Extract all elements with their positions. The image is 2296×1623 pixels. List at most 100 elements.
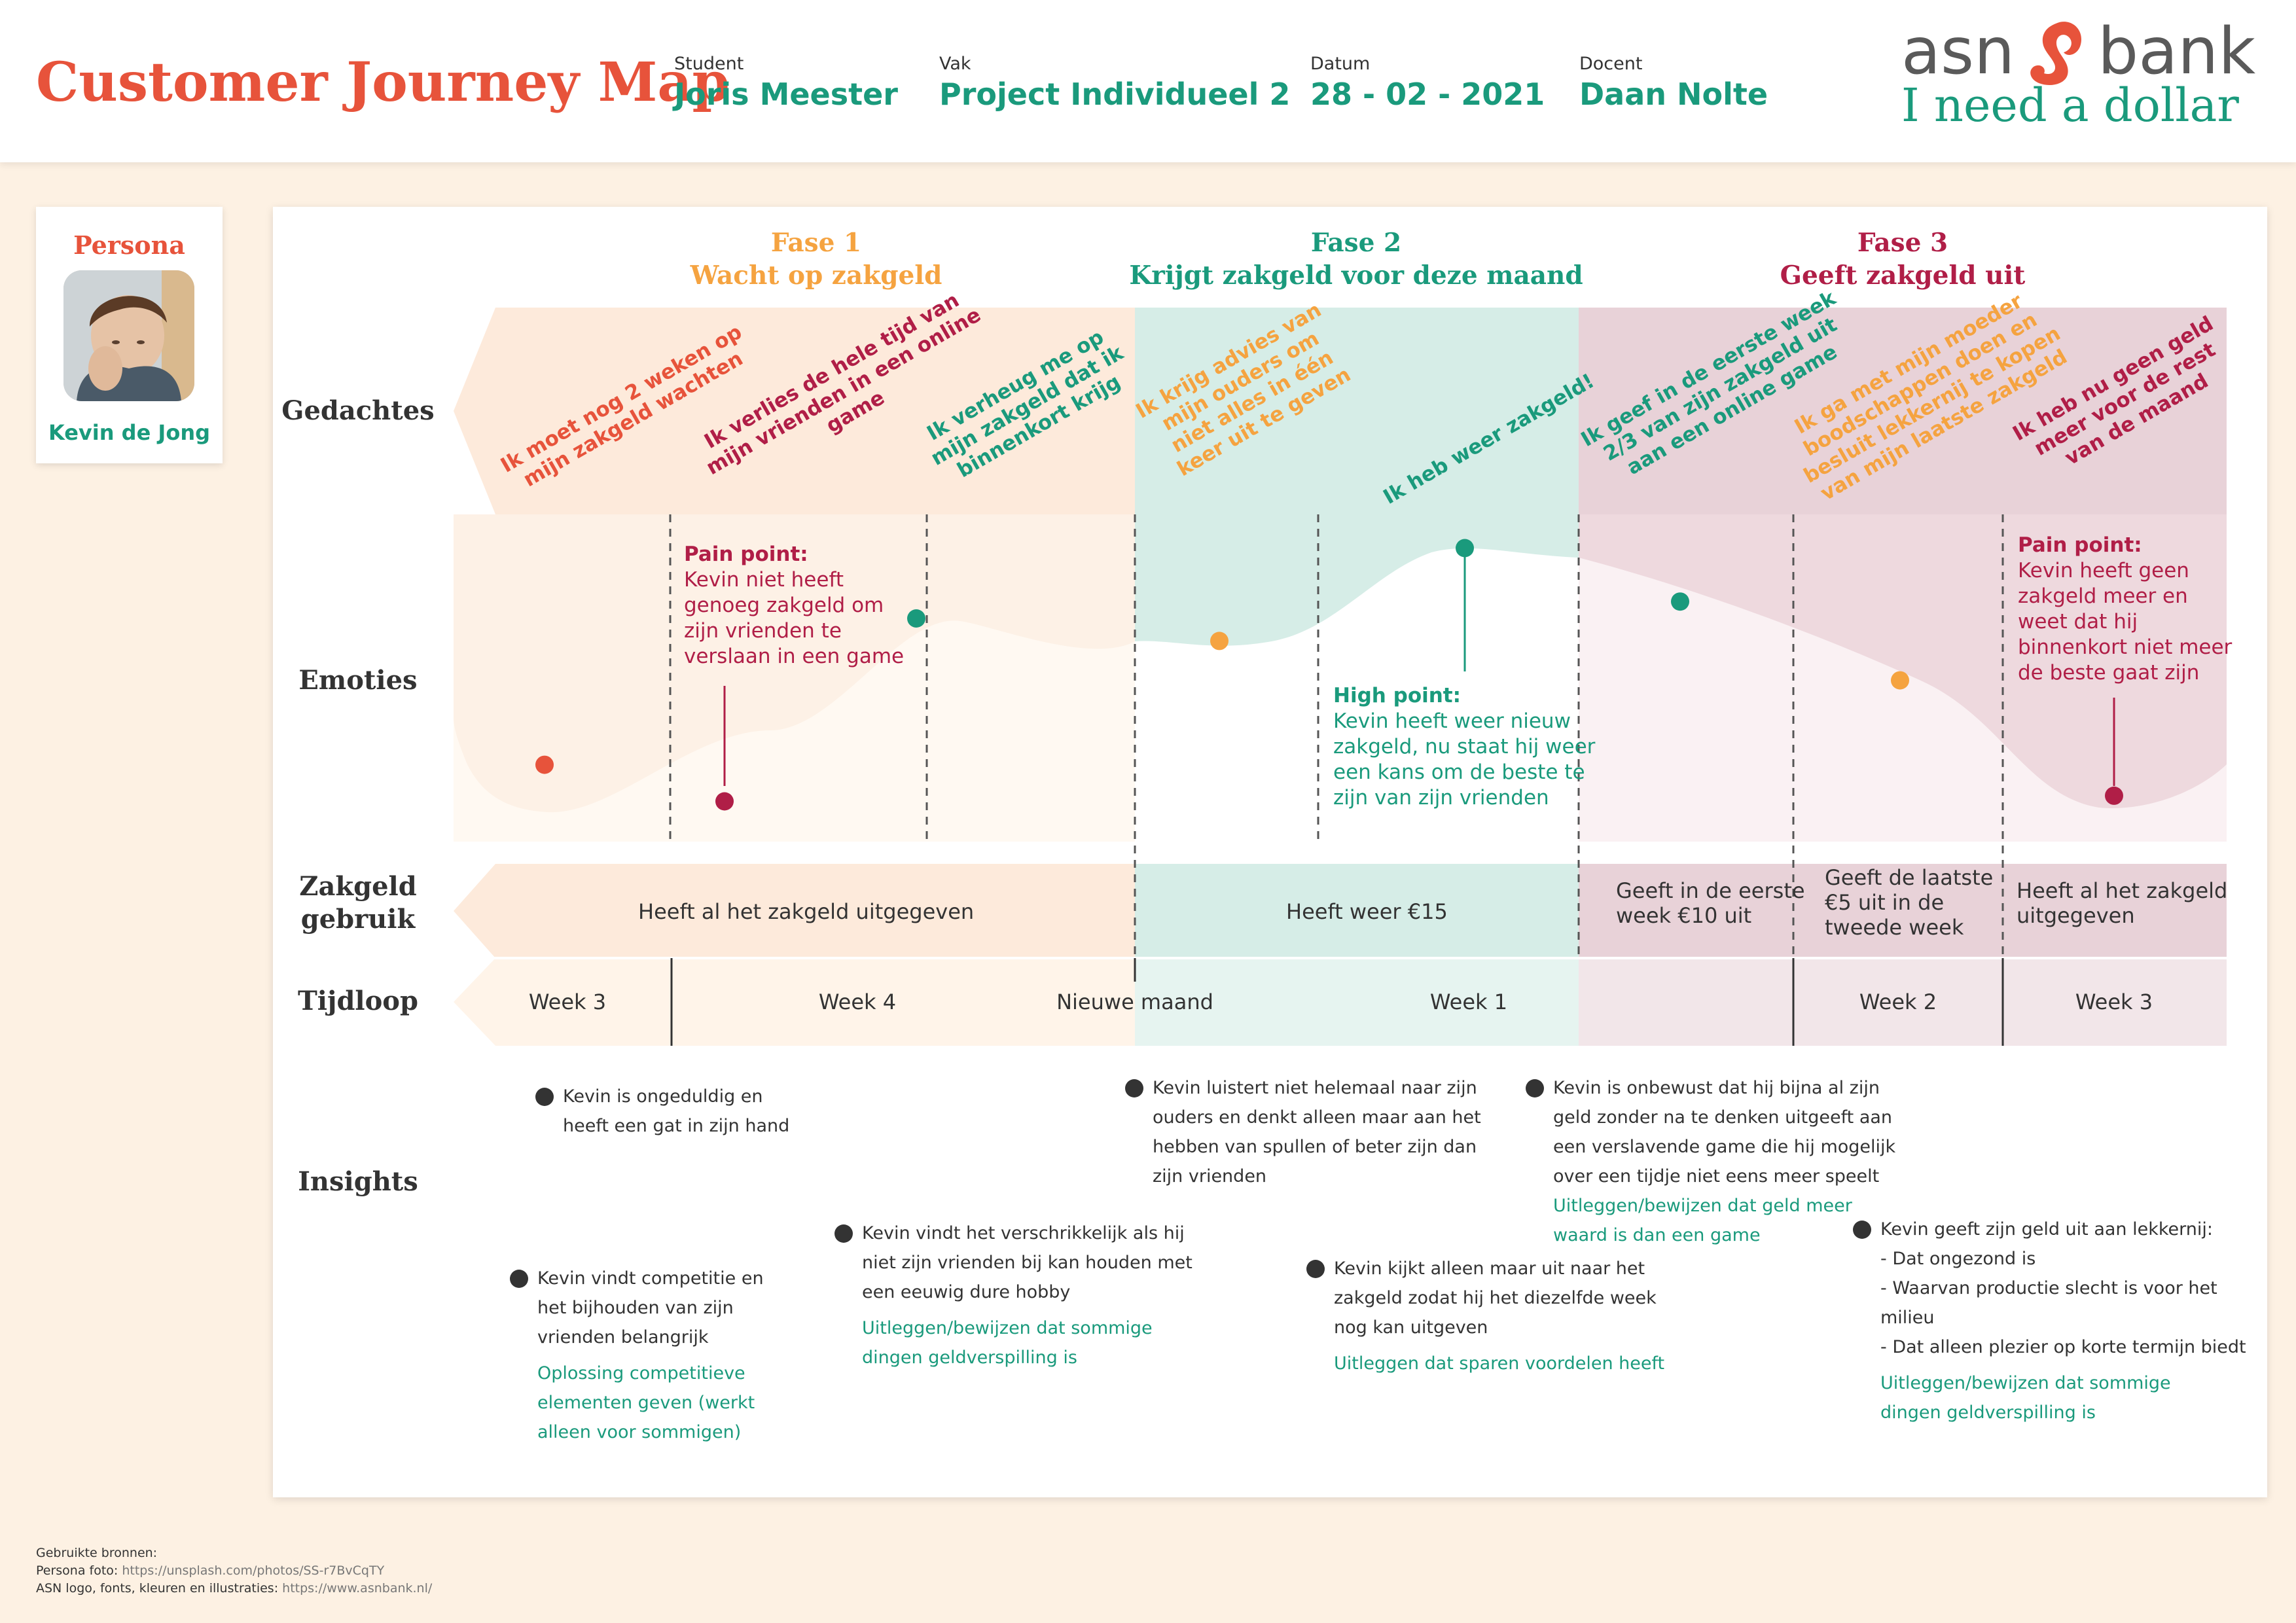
footer-link[interactable]: https://unsplash.com/photos/SS-r7BvCqTY bbox=[122, 1563, 385, 1578]
row-label-emoties: Emoties bbox=[298, 665, 418, 696]
field-value: Daan Nolte bbox=[1579, 77, 1768, 112]
footer-line: ASN logo, fonts, kleuren en illustraties… bbox=[36, 1580, 432, 1597]
insight-note-line: dingen geldverspilling is bbox=[1880, 1402, 2096, 1423]
insight-line: niet zijn vrienden bij kan houden met bbox=[862, 1253, 1193, 1273]
insight-line: - Waarvan productie slecht is voor het m… bbox=[1880, 1278, 2217, 1328]
persona-name: Kevin de Jong bbox=[48, 420, 210, 445]
insight-line: zijn vrienden bbox=[1153, 1166, 1267, 1186]
callout-line: Kevin niet heeft bbox=[684, 568, 844, 592]
footer-heading: Gebruikte bronnen: bbox=[36, 1546, 158, 1560]
usage-line: uitgegeven bbox=[2017, 903, 2135, 928]
callout-line: zijn van zijn vrienden bbox=[1333, 786, 1549, 810]
phase1-emotion-fill bbox=[454, 514, 1135, 813]
callout-line: binnenkort niet meer bbox=[2018, 635, 2233, 659]
field-student: Student Joris Meester bbox=[674, 54, 898, 112]
insight-line: een eeuwig dure hobby bbox=[862, 1282, 1071, 1302]
phase2-timeline-band bbox=[1135, 958, 1579, 1046]
usage-cell: Heeft al het zakgeld uitgegeven bbox=[638, 899, 974, 924]
emotion-point bbox=[1671, 592, 1689, 611]
week-label: Week 3 bbox=[2075, 990, 2153, 1014]
footer-label: Persona foto: bbox=[36, 1563, 122, 1578]
phase3-thoughts-band bbox=[1579, 308, 2227, 514]
logo-text-bank: bank bbox=[2098, 14, 2256, 89]
insight-solution: Uitleggen/bewijzen dat sommige dingen ge… bbox=[862, 1313, 1193, 1372]
logo-text-asn: asn bbox=[1901, 14, 2015, 89]
field-label: Docent bbox=[1579, 54, 1643, 74]
phase1-thoughts-band bbox=[454, 308, 1135, 514]
callout-title: Pain point: bbox=[684, 543, 808, 566]
callout-line: zijn vrienden te bbox=[684, 619, 842, 643]
insight-solution: Uitleggen/bewijzen dat sommige dingen ge… bbox=[1880, 1368, 2267, 1427]
row-label-zakgeld-gebruik: Zakgeld gebruik bbox=[253, 870, 463, 936]
callout-line: een kans om de beste te bbox=[1333, 760, 1585, 784]
pain-point-callout: Pain point: Kevin heeft geen zakgeld mee… bbox=[2018, 533, 2232, 686]
insight-line: ouders en denkt alleen maar aan het bbox=[1153, 1107, 1481, 1128]
usage-cell: Geeft de laatste €5 uit in de tweede wee… bbox=[1825, 865, 1993, 940]
section-dividers bbox=[669, 514, 2004, 958]
phase-name: Krijgt zakgeld voor deze maand bbox=[1129, 260, 1583, 291]
week-label: Week 1 bbox=[1429, 990, 1508, 1014]
insight-item: Kevin vindt het verschrikkelijk als hij … bbox=[834, 1219, 1193, 1372]
insight-line: Kevin kijkt alleen maar uit naar het bbox=[1334, 1258, 1645, 1279]
insight-item: Kevin luistert niet helemaal naar zijn o… bbox=[1125, 1073, 1481, 1191]
persona-title: Persona bbox=[73, 230, 185, 260]
row-label-line: Zakgeld bbox=[299, 871, 417, 902]
phase2-emotion-fill bbox=[1135, 514, 1579, 646]
insight-line: geld zonder na te denken uitgeeft aan bbox=[1553, 1107, 1893, 1128]
bullet-icon bbox=[535, 1088, 554, 1106]
usage-line: Heeft al het zakgeld uitgegeven bbox=[638, 899, 975, 924]
usage-line: Geeft de laatste bbox=[1825, 865, 1994, 890]
emotion-point bbox=[1891, 671, 1909, 690]
phase3-usage-band bbox=[1579, 864, 2227, 958]
insight-line: heeft een gat in zijn hand bbox=[563, 1116, 790, 1136]
emotion-points bbox=[535, 539, 2123, 811]
phase1-timeline-band bbox=[454, 958, 1135, 1046]
squirrel-icon bbox=[2030, 22, 2082, 85]
callout-line: Kevin heeft weer nieuw bbox=[1333, 709, 1571, 733]
callout-line: verslaan in een game bbox=[684, 645, 905, 668]
emotion-point bbox=[907, 609, 925, 628]
footer-label: ASN logo, fonts, kleuren en illustraties… bbox=[36, 1581, 283, 1596]
field-vak: Vak Project Individueel 2 bbox=[939, 54, 1290, 112]
insight-line: het bijhouden van zijn bbox=[537, 1298, 734, 1318]
callout-line: zakgeld, nu staat hij weer bbox=[1333, 735, 1596, 758]
field-value: Joris Meester bbox=[674, 77, 898, 112]
page-title: Customer Journey Map bbox=[36, 51, 730, 114]
field-docent: Docent Daan Nolte bbox=[1579, 54, 1768, 112]
insight-line: vrienden belangrijk bbox=[537, 1327, 709, 1347]
callout-line: zakgeld meer en bbox=[2018, 584, 2188, 608]
week-dividers bbox=[670, 958, 2004, 1046]
insight-item: Kevin geeft zijn geld uit aan lekkernij:… bbox=[1853, 1215, 2267, 1427]
insight-line: een verslavende game die hij mogelijk bbox=[1553, 1137, 1896, 1157]
insight-item: Kevin kijkt alleen maar uit naar het zak… bbox=[1306, 1254, 1664, 1378]
field-label: Datum bbox=[1310, 54, 1371, 74]
usage-line: tweede week bbox=[1825, 915, 1964, 940]
bullet-icon bbox=[1125, 1079, 1143, 1097]
insight-line: zakgeld zodat hij het diezelfde week bbox=[1334, 1288, 1657, 1308]
insight-note-line: Uitleggen/bewijzen dat sommige bbox=[862, 1318, 1153, 1338]
insight-solution: Uitleggen/bewijzen dat geld meer waard i… bbox=[1553, 1191, 1895, 1250]
callout-line: Kevin heeft geen bbox=[2018, 559, 2189, 582]
insight-solution: Oplossing competitieve elementen geven (… bbox=[537, 1359, 764, 1447]
phase2-usage-band bbox=[1135, 864, 1579, 958]
insight-note-line: Oplossing competitieve bbox=[537, 1363, 745, 1383]
callout-line: weet dat hij bbox=[2018, 610, 2138, 633]
field-datum: Datum 28 - 02 - 2021 bbox=[1310, 54, 1545, 112]
bullet-icon bbox=[1526, 1079, 1544, 1097]
footer-link[interactable]: https://www.asnbank.nl/ bbox=[282, 1581, 433, 1596]
footer-line: Persona foto: https://unsplash.com/photo… bbox=[36, 1562, 432, 1580]
bullet-icon bbox=[1306, 1260, 1325, 1278]
phase3-timeline-band bbox=[1579, 958, 2227, 1046]
insight-line: hebben van spullen of beter zijn dan bbox=[1153, 1137, 1477, 1157]
insight-line: Kevin vindt het verschrikkelijk als hij bbox=[862, 1223, 1185, 1243]
callout-line: genoeg zakgeld om bbox=[684, 594, 884, 617]
insight-item: Kevin is onbewust dat hij bijna al zijn … bbox=[1526, 1073, 1896, 1250]
row-label-gedachtes: Gedachtes bbox=[281, 395, 435, 426]
insight-line: nog kan uitgeven bbox=[1334, 1317, 1488, 1338]
insight-solution: Uitleggen dat sparen voordelen heeft bbox=[1334, 1349, 1664, 1378]
phase-number: Fase 3 bbox=[1857, 228, 1948, 258]
usage-cell: Heeft weer €15 bbox=[1286, 899, 1448, 924]
bullet-icon bbox=[834, 1224, 853, 1243]
phase3-emotion-fill bbox=[1579, 514, 2227, 809]
emotion-point bbox=[2105, 786, 2123, 805]
